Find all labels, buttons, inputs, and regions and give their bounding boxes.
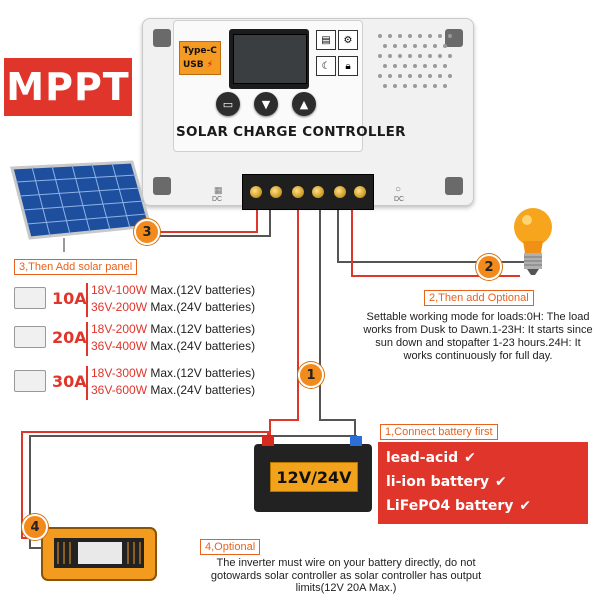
up-light-button[interactable]: ▲ (292, 92, 316, 116)
battery-voltage-label: 12V/24V (270, 462, 358, 492)
spec-divider (86, 322, 88, 356)
dc-in-label: DC (212, 196, 223, 203)
battery-wire-positive (269, 206, 299, 440)
battery-type-item: LiFePO4 battery✔ (386, 498, 532, 514)
mount-hole (445, 29, 463, 47)
load-mode-description: Settable working mode for loads:0H: The … (363, 311, 593, 362)
battery-types-box: lead-acid✔ li-ion battery✔ LiFePO4 batte… (378, 442, 588, 524)
down-button[interactable]: ▼ (254, 92, 278, 116)
add-solar-label: 3,Then Add solar panel (14, 259, 138, 275)
terminal-screw[interactable] (312, 186, 324, 198)
bulb-symbol-icon: ○ (395, 184, 402, 195)
mini-controller-icon (14, 287, 46, 309)
menu-button[interactable]: ▭ (216, 92, 240, 116)
mount-hole (153, 29, 171, 47)
battery-type-item: li-ion battery✔ (386, 474, 507, 490)
checkmark-icon: ✔ (464, 450, 476, 466)
settings-gear-icon: ⚙ (338, 30, 358, 50)
solar-panel (10, 160, 152, 252)
amp-rating: 10A (52, 289, 87, 308)
terminal-screw[interactable] (334, 186, 346, 198)
load-wire-positive (351, 206, 520, 277)
spec-divider (86, 283, 88, 317)
usb-text: USB (183, 60, 204, 70)
solar-wire-negative (160, 206, 271, 237)
inverter-warning-text: The inverter must wire on your battery d… (210, 557, 482, 594)
checkmark-icon: ✔ (495, 474, 507, 490)
speaker-vent (378, 34, 452, 88)
spec-line-12v: 18V-200W Max.(12V batteries) (91, 322, 256, 336)
terminal-screw[interactable] (250, 186, 262, 198)
lightning-icon: ⚡ (206, 60, 214, 70)
step-4-marker: 4 (22, 514, 48, 540)
controller-title: SOLAR CHARGE CONTROLLER (176, 124, 406, 140)
mini-controller-icon (14, 370, 46, 392)
terminal-screw[interactable] (270, 186, 282, 198)
mount-hole (445, 177, 463, 195)
light-bulb (514, 208, 552, 275)
optional-4-label: 4,Optional (200, 539, 261, 555)
step-3-marker: 3 (134, 219, 160, 245)
spec-line-12v: 18V-300W Max.(12V batteries) (91, 366, 256, 380)
spec-row: 10A 18V-100W Max.(12V batteries) 36V-200… (14, 283, 262, 317)
lcd-screen (233, 34, 307, 84)
terminal-block (242, 174, 374, 210)
panel-symbol-icon: ▦ (214, 185, 223, 195)
spec-line-24v: 36V-400W Max.(24V batteries) (91, 339, 256, 353)
mini-controller-icon (14, 326, 46, 348)
mode-icon: ▤ (316, 30, 336, 50)
spec-line-24v: 36V-200W Max.(24V batteries) (91, 300, 256, 314)
step-1-marker: 1 (298, 362, 324, 388)
amp-rating: 30A (52, 372, 87, 391)
night-mode-icon: ☾ (316, 56, 336, 76)
terminal-screw[interactable] (292, 186, 304, 198)
battery-type-item: lead-acid✔ (386, 450, 476, 466)
add-optional-label: 2,Then add Optional (424, 290, 534, 306)
battery-wire-negative (319, 206, 356, 440)
spec-line-24v: 36V-600W Max.(24V batteries) (91, 383, 256, 397)
inverter (41, 527, 157, 581)
mount-hole (153, 177, 171, 195)
spec-row: 30A 18V-300W Max.(12V batteries) 36V-600… (14, 366, 262, 400)
spec-divider (86, 366, 88, 400)
usb-type-c-label: Type-C USB ⚡ (179, 41, 221, 75)
step-2-marker: 2 (476, 254, 502, 280)
mppt-badge: MPPT (4, 58, 132, 116)
lock-icon: 🔒︎ (338, 56, 358, 76)
battery-negative-terminal (350, 436, 362, 446)
spec-row: 20A 18V-200W Max.(12V batteries) 36V-400… (14, 322, 262, 356)
solar-wire-positive (160, 206, 258, 233)
typec-text: Type-C (183, 46, 217, 56)
checkmark-icon: ✔ (519, 498, 532, 514)
terminal-screw[interactable] (354, 186, 366, 198)
connect-battery-label: 1,Connect battery first (380, 424, 498, 440)
amp-rating: 20A (52, 328, 87, 347)
dc-out-label: DC (394, 196, 405, 203)
spec-line-12v: 18V-100W Max.(12V batteries) (91, 283, 256, 297)
battery-positive-terminal (262, 436, 274, 446)
